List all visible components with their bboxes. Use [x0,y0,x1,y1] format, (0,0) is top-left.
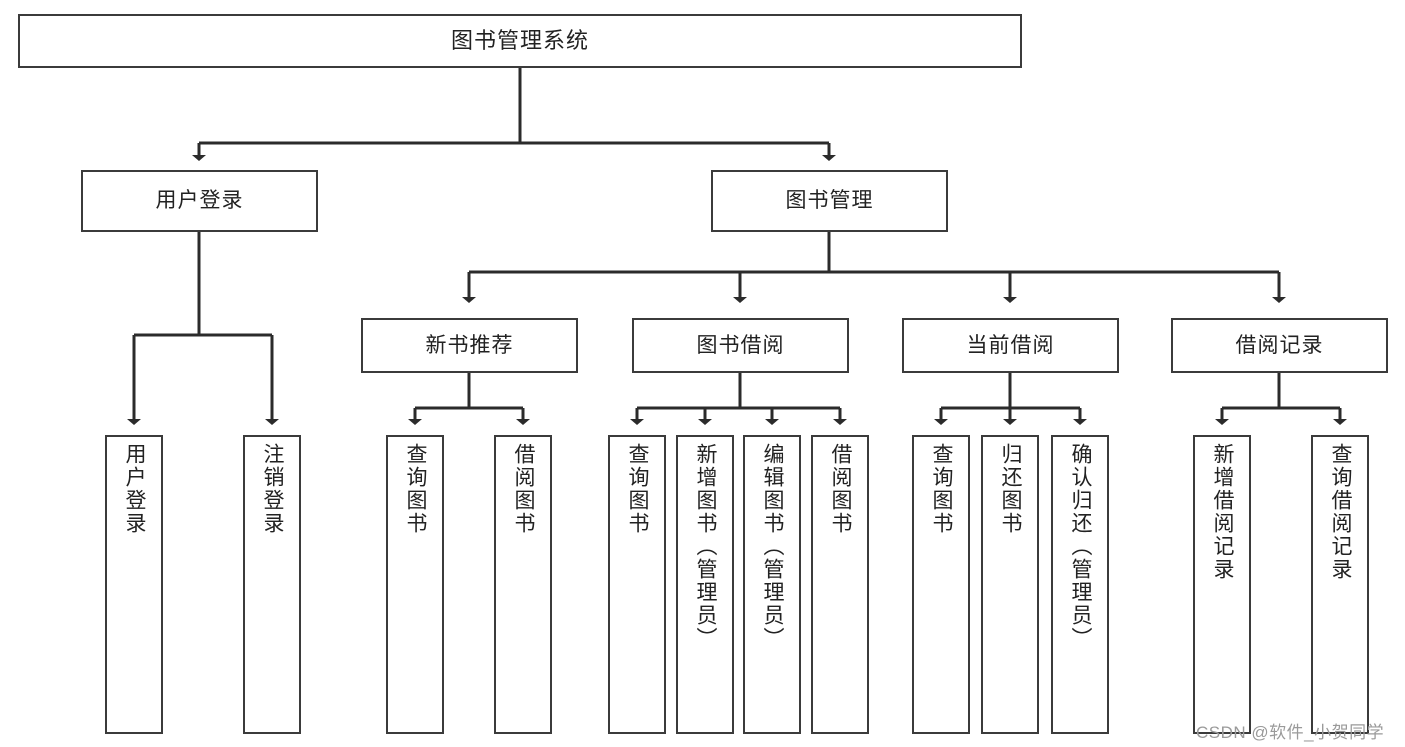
csdn-watermark: CSDN @软件_小贺同学 [1196,723,1385,742]
leaf-return-book[interactable]: 归还图书 [981,435,1039,734]
node-label: 借阅图书 [829,443,853,535]
leaf-logout[interactable]: 注销登录 [243,435,301,734]
leaf-query-book-borrowing[interactable]: 查询图书 [608,435,666,734]
node-new-book-recommendation[interactable]: 新书推荐 [361,318,578,373]
node-label: 借阅图书 [512,443,536,535]
leaf-query-book-recommend[interactable]: 查询图书 [386,435,444,734]
leaf-query-borrow-record[interactable]: 查询借阅记录 [1311,435,1369,734]
node-label: 借阅记录 [1235,333,1324,357]
node-label: 当前借阅 [966,333,1055,357]
leaf-confirm-return-admin[interactable]: 确认归还（管理员） [1051,435,1109,734]
node-current-borrowing[interactable]: 当前借阅 [902,318,1119,373]
leaf-add-book-admin[interactable]: 新增图书（管理员） [676,435,734,734]
node-book-management[interactable]: 图书管理 [711,170,948,232]
node-label: 图书管理 [785,189,874,213]
node-label: 归还图书 [999,443,1023,535]
node-label: 图书借阅 [696,333,785,357]
node-user-login[interactable]: 用户登录 [81,170,318,232]
node-label: 注销登录 [261,443,285,535]
node-root-system[interactable]: 图书管理系统 [18,14,1022,68]
node-label: 新书推荐 [425,333,514,357]
node-label: 编辑图书（管理员） [761,443,785,650]
leaf-user-login[interactable]: 用户登录 [105,435,163,734]
node-label: 查询图书 [930,443,954,535]
leaf-query-book-current[interactable]: 查询图书 [912,435,970,734]
node-label: 确认归还（管理员） [1069,443,1093,650]
node-label: 用户登录 [155,189,244,213]
leaf-add-borrow-record[interactable]: 新增借阅记录 [1193,435,1251,734]
node-label: 查询图书 [404,443,428,535]
leaf-borrow-book-recommend[interactable]: 借阅图书 [494,435,552,734]
node-label: 查询图书 [626,443,650,535]
node-label: 新增图书（管理员） [694,443,718,650]
node-label: 用户登录 [123,443,147,535]
node-label: 新增借阅记录 [1211,443,1235,581]
leaf-borrow-book[interactable]: 借阅图书 [811,435,869,734]
leaf-edit-book-admin[interactable]: 编辑图书（管理员） [743,435,801,734]
node-borrowing-records[interactable]: 借阅记录 [1171,318,1388,373]
node-label: 图书管理系统 [450,27,589,53]
node-book-borrowing[interactable]: 图书借阅 [632,318,849,373]
node-label: 查询借阅记录 [1329,443,1353,581]
